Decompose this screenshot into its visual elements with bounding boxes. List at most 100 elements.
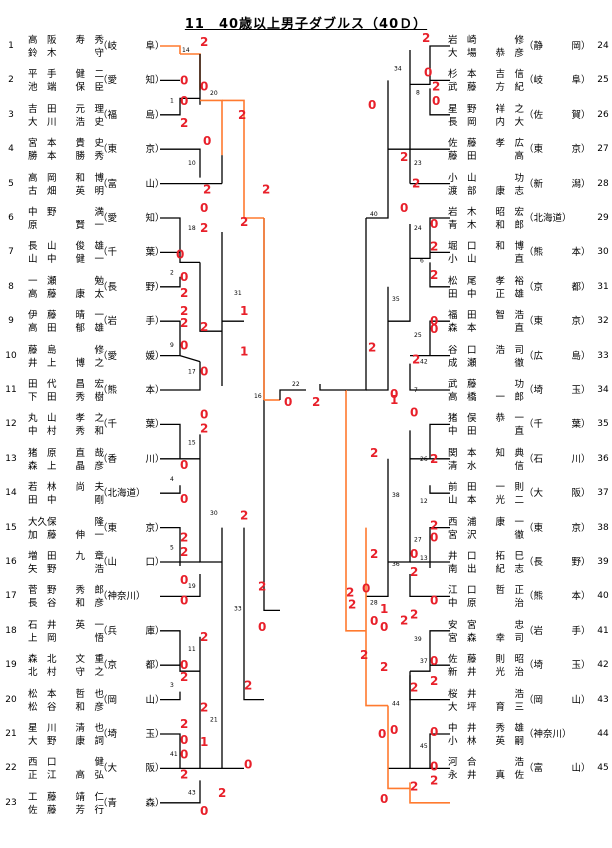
player-names: 松 尾 孝 裕田 中 正 雄 bbox=[448, 275, 524, 301]
player-names: 谷 口 浩 司成 瀬 徹 bbox=[448, 344, 524, 370]
player-names: 安 宮 忠宮 森 幸 司 bbox=[448, 619, 524, 645]
seed-number: 18 bbox=[5, 625, 17, 636]
player-names: 桜 井 浩大 坪 育 三 bbox=[448, 688, 524, 714]
score-label: 2 bbox=[262, 183, 270, 197]
match-number: 1 bbox=[170, 97, 174, 104]
player-name: 伊 藤 晴 一 bbox=[28, 310, 105, 322]
player-name: 高 藤 康 太 bbox=[28, 288, 105, 300]
player-name: 宮 森 幸 司 bbox=[448, 632, 525, 644]
seed-number: 20 bbox=[5, 694, 17, 705]
player-name: 勝 本 勝 秀 bbox=[28, 151, 105, 163]
player-name: 丸 山 孝 之 bbox=[28, 413, 105, 425]
score-label: 1 bbox=[200, 735, 208, 749]
match-number: 43 bbox=[188, 789, 196, 796]
bracket-line bbox=[409, 148, 450, 184]
bracket-line bbox=[409, 363, 450, 391]
bracket-line bbox=[160, 691, 181, 701]
prefecture-label: （千 葉） bbox=[98, 419, 165, 431]
seed-number: 26 bbox=[597, 109, 609, 120]
player-name: 松 尾 孝 裕 bbox=[448, 275, 525, 287]
player-names: 西 浦 康 一宮 沢 徹 bbox=[448, 516, 524, 542]
player-name: 桜 井 浩 bbox=[448, 688, 525, 700]
bracket-line bbox=[160, 780, 201, 804]
score-label: 0 bbox=[430, 322, 438, 336]
seed-number: 36 bbox=[597, 453, 609, 464]
bracket-line bbox=[221, 527, 244, 770]
seed-number: 10 bbox=[5, 350, 17, 361]
player-name: 佐 藤 則 昭 bbox=[448, 654, 525, 666]
match-number: 16 bbox=[254, 393, 262, 400]
match-number: 4 bbox=[170, 476, 174, 483]
bracket-line bbox=[160, 423, 181, 459]
bracket-line bbox=[388, 224, 411, 322]
score-label: 0 bbox=[362, 581, 370, 595]
seed-number: 25 bbox=[597, 75, 609, 86]
player-name: 中 野 満 bbox=[28, 207, 105, 218]
score-label: 0 bbox=[180, 593, 188, 607]
score-label: 0 bbox=[180, 458, 188, 472]
player-name: 安 宮 忠 bbox=[448, 619, 525, 631]
match-number: 37 bbox=[420, 658, 428, 665]
seed-number: 45 bbox=[597, 763, 609, 774]
match-number: 31 bbox=[234, 290, 242, 297]
seed-number: 40 bbox=[597, 591, 609, 602]
seed-number: 43 bbox=[597, 694, 609, 705]
player-name: 平 手 健 二 bbox=[28, 69, 105, 81]
match-number: 40 bbox=[370, 211, 378, 218]
player-name: 大 場 恭 彦 bbox=[448, 48, 525, 59]
player-name: 西 口 健 bbox=[28, 757, 105, 769]
prefecture-label: （香 川） bbox=[98, 453, 165, 465]
player-names: 長 山 俊 雄山 中 健 一 bbox=[28, 240, 104, 266]
player-name: 関 本 知 典 bbox=[448, 447, 525, 459]
player-name: 鈴 木 守 bbox=[28, 48, 105, 59]
prefecture-label: （岩 手） bbox=[524, 625, 591, 637]
player-names: 藤 島 修井 上 博 之 bbox=[28, 344, 104, 370]
match-number: 33 bbox=[234, 605, 242, 612]
seed-number: 27 bbox=[597, 144, 609, 155]
prefecture-label: （東 京） bbox=[524, 522, 591, 534]
score-label: 0 bbox=[244, 757, 252, 771]
prefecture-label: （熊 本） bbox=[524, 591, 591, 603]
player-name: 井 口 拓 巳 bbox=[448, 551, 525, 562]
prefecture-label: （千 葉） bbox=[524, 419, 591, 431]
score-label: 2 bbox=[346, 585, 354, 599]
player-name: 前 田 一 則 bbox=[448, 482, 525, 494]
bracket-line bbox=[429, 485, 450, 494]
player-names: 工 藤 靖 仁佐 藤 芳 行 bbox=[28, 791, 104, 817]
player-name: 長 岡 内 大 bbox=[448, 116, 525, 128]
player-name: 藤 島 修 bbox=[28, 344, 105, 356]
bracket-line bbox=[410, 217, 450, 260]
match-number: 45 bbox=[420, 743, 428, 750]
bracket-line bbox=[160, 630, 200, 672]
player-name: 吉 田 元 理 bbox=[28, 103, 105, 115]
score-label: 2 bbox=[240, 215, 248, 229]
match-number: 26 bbox=[420, 456, 428, 463]
prefecture-label: （愛 知） bbox=[98, 75, 165, 87]
prefecture-label: （大 阪） bbox=[98, 763, 165, 775]
player-name: 原 賢 一 bbox=[28, 220, 105, 231]
bracket-line bbox=[263, 218, 280, 612]
seed-number: 12 bbox=[5, 419, 17, 430]
prefecture-label: （富 山） bbox=[98, 178, 165, 190]
prefecture-label: （岡 山） bbox=[98, 694, 165, 706]
seed-number: 14 bbox=[5, 488, 17, 499]
player-name: 小 林 英 嗣 bbox=[448, 736, 525, 747]
prefecture-label: （埼 玉） bbox=[524, 660, 591, 672]
match-number: 3 bbox=[170, 682, 174, 689]
player-name: 武 藤 方 紀 bbox=[448, 82, 525, 94]
match-number: 2 bbox=[170, 269, 174, 276]
player-names: 菅 野 秀 郎長 谷 和 彦 bbox=[28, 584, 104, 610]
player-name: 長 谷 和 彦 bbox=[28, 598, 105, 610]
player-name: 松 谷 和 彦 bbox=[28, 701, 105, 713]
score-label: 2 bbox=[370, 446, 378, 460]
player-name: 岩 木 昭 宏 bbox=[448, 207, 525, 218]
player-names: 岩 木 昭 宏青 木 和 郎 bbox=[448, 206, 524, 232]
prefecture-label: （北海道） bbox=[524, 213, 572, 224]
match-number: 25 bbox=[414, 332, 422, 339]
